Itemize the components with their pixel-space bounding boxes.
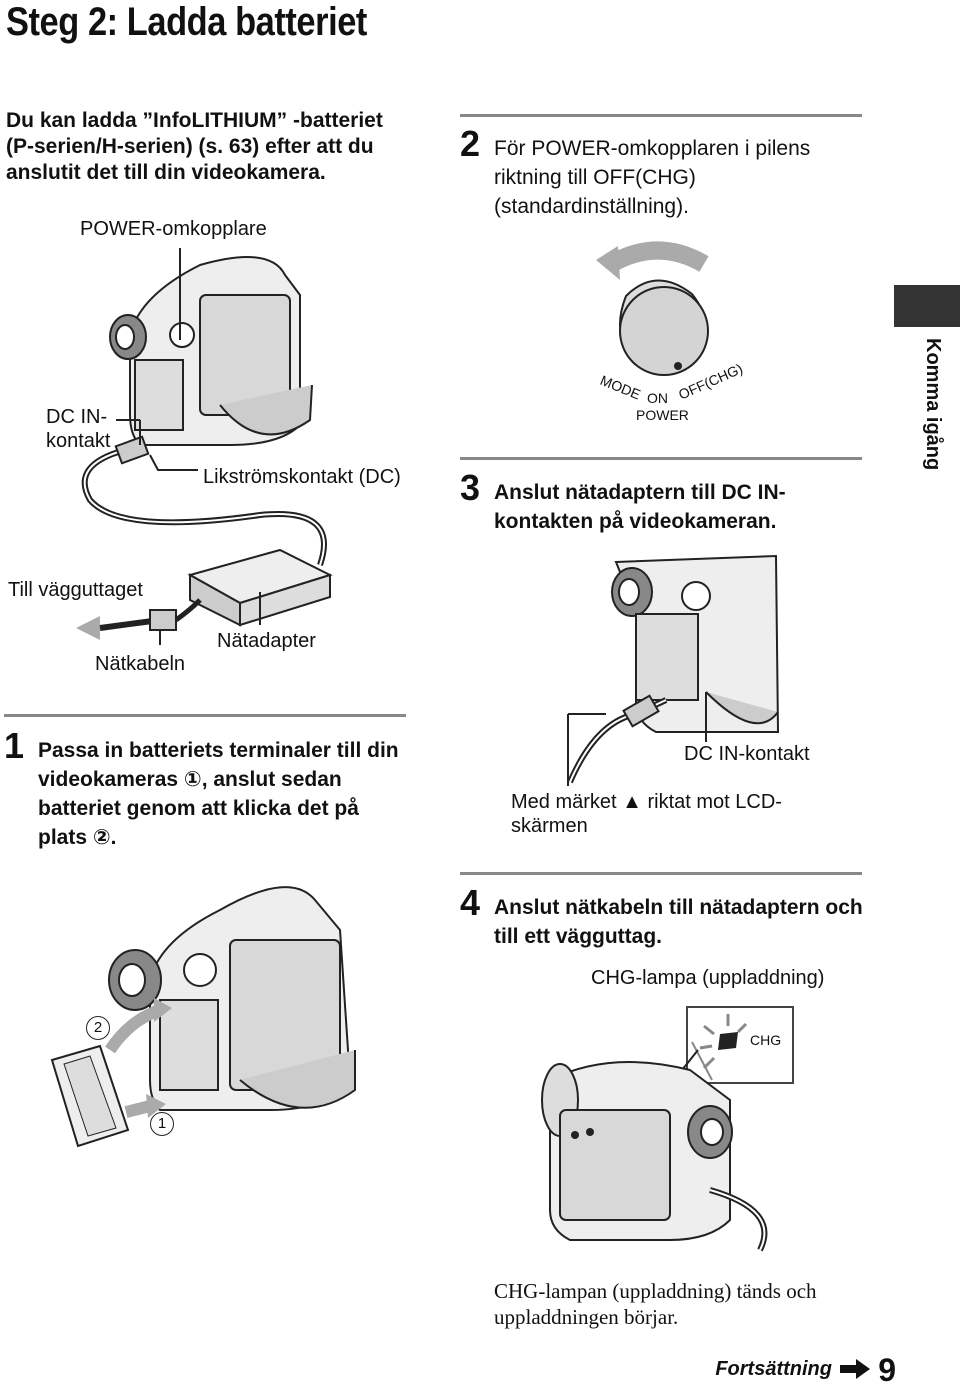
- power-cord-label: Nätkabeln: [95, 653, 186, 675]
- camera-dc-in-illustration: [567, 554, 780, 786]
- mark-note-label: Med märket ▲ riktat mot LCD- skärmen: [511, 791, 782, 837]
- continuation-label: Fortsättning: [715, 1358, 832, 1380]
- wall-outlet-label: Till vägguttaget: [8, 579, 143, 601]
- camera-with-adapter-illustration: [81, 256, 333, 627]
- chg-lamp-icon: [691, 1014, 748, 1081]
- step-2-text: För POWER-omkopplaren i pilens riktning …: [494, 137, 811, 218]
- step-4-text: Anslut nätkabeln till nätadaptern och ti…: [494, 896, 863, 948]
- camera-charging-illustration: [541, 1049, 768, 1252]
- callout-2: 2: [86, 1016, 110, 1040]
- step-4-rule: [460, 872, 862, 875]
- step-1-text: Passa in batteriets terminaler till din …: [38, 739, 399, 849]
- chg-lamp-label: CHG-lampa (uppladdning): [591, 967, 825, 989]
- step-1-number: 1: [4, 725, 25, 766]
- step-3-text: Anslut nätadaptern till DC IN-kontakten …: [494, 481, 786, 533]
- chg-lamp-inset: [686, 1006, 794, 1084]
- intro-text: Du kan ladda ”InfoLITHIUM” -batteriet (P…: [6, 109, 383, 184]
- dial-on-label: ON: [647, 390, 668, 406]
- side-tab-marker: [894, 285, 960, 327]
- result-text: CHG-lampan (uppladdning) tänds och uppla…: [494, 1279, 817, 1329]
- step-2-number: 2: [460, 123, 481, 164]
- step-3-number: 3: [460, 467, 481, 508]
- battery-attach-illustration: [50, 886, 356, 1148]
- continue-arrow-icon: [840, 1359, 870, 1379]
- callout-1: 1: [150, 1112, 174, 1136]
- dial-power-label: POWER: [636, 407, 689, 423]
- power-dial-illustration: [596, 241, 709, 376]
- page-number: 9: [878, 1352, 896, 1388]
- side-tab-label: Komma igång: [922, 338, 944, 471]
- ac-adaptor-label: Nätadapter: [217, 630, 316, 652]
- step-4-number: 4: [460, 882, 481, 923]
- step-1-rule: [4, 714, 406, 717]
- page-title: Steg 2: Ladda batteriet: [6, 0, 367, 44]
- step-3-rule: [460, 457, 862, 460]
- dc-in-jack-label: DC IN- kontakt: [46, 406, 111, 452]
- power-switch-label: POWER-omkopplare: [80, 218, 267, 240]
- step-2-rule: [460, 114, 862, 117]
- dc-in-jack-label-2: DC IN-kontakt: [684, 743, 810, 765]
- chg-small-label: CHG: [750, 1032, 782, 1048]
- dc-plug-label: Likströmskontakt (DC): [203, 466, 401, 488]
